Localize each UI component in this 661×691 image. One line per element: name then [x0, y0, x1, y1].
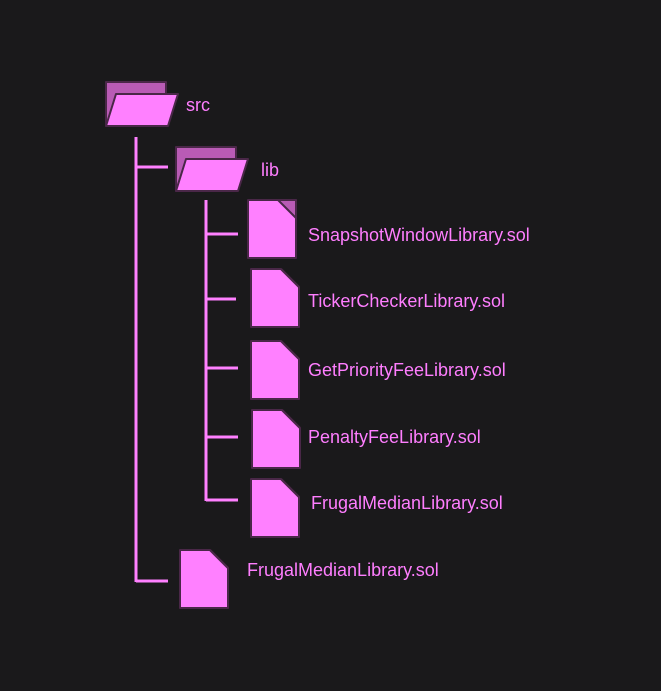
file-label[interactable]: FrugalMedianLibrary.sol — [311, 493, 503, 513]
tree-connectors — [134, 137, 238, 583]
folder-label-lib[interactable]: lib — [261, 160, 280, 180]
file-label[interactable]: GetPriorityFeeLibrary.sol — [308, 360, 506, 380]
file-label[interactable]: PenaltyFeeLibrary.sol — [308, 427, 481, 447]
file-icon — [251, 409, 301, 469]
file-icon — [250, 268, 300, 328]
folder-open-icon — [105, 81, 179, 127]
file-label[interactable]: SnapshotWindowLibrary.sol — [308, 225, 530, 245]
file-icon — [247, 199, 297, 259]
file-label[interactable]: TickerCheckerLibrary.sol — [308, 291, 506, 311]
file-icon — [250, 478, 300, 538]
folder-label-src[interactable]: src — [186, 95, 210, 115]
file-icon — [250, 340, 300, 400]
folder-open-icon — [175, 146, 249, 192]
file-label[interactable]: FrugalMedianLibrary.sol — [247, 560, 439, 580]
file-icon — [179, 549, 229, 609]
